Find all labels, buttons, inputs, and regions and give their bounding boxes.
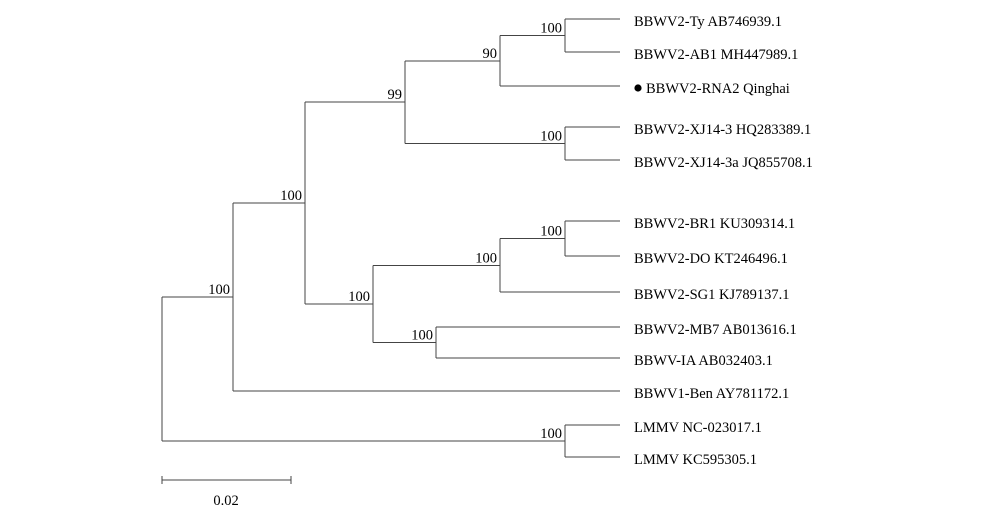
leaf-label-n8: BBWV2-SG1 KJ789137.1 <box>634 287 789 303</box>
highlight-marker-icon <box>634 84 642 92</box>
leaf-label-n6: BBWV2-BR1 KU309314.1 <box>634 216 795 232</box>
bootstrap-value-n100_lower: 100 <box>348 289 370 305</box>
bootstrap-value-n100_mb: 100 <box>411 328 433 344</box>
leaf-label-n12: LMMV NC-023017.1 <box>634 420 762 436</box>
tree-branches <box>161 18 620 458</box>
bootstrap-value-n100_xj: 100 <box>540 129 562 145</box>
leaf-label-n4: BBWV2-XJ14-3 HQ283389.1 <box>634 122 811 138</box>
leaf-label-n7: BBWV2-DO KT246496.1 <box>634 251 788 267</box>
bootstrap-value-n100_ty: 100 <box>540 21 562 37</box>
scale-bar-label: 0.02 <box>213 493 238 509</box>
leaf-label-n2: BBWV2-AB1 MH447989.1 <box>634 47 798 63</box>
bootstrap-value-n100_bbwv2: 100 <box>280 188 302 204</box>
leaf-label-n13: LMMV KC595305.1 <box>634 452 757 468</box>
bootstrap-value-n90: 90 <box>483 46 498 62</box>
bootstrap-value-n99: 99 <box>388 87 403 103</box>
scale-bar: 0.02 <box>161 476 292 509</box>
leaf-label-n11: BBWV1-Ben AY781172.1 <box>634 386 789 402</box>
leaf-label-n5: BBWV2-XJ14-3a JQ855708.1 <box>634 155 813 171</box>
bootstrap-value-n100_sg: 100 <box>475 250 497 266</box>
bootstrap-value-n100_br: 100 <box>540 224 562 240</box>
leaf-label-n10: BBWV-IA AB032403.1 <box>634 353 773 369</box>
leaf-label-n3: BBWV2-RNA2 Qinghai <box>646 81 790 97</box>
leaf-label-n1: BBWV2-Ty AB746939.1 <box>634 14 782 30</box>
leaf-label-n9: BBWV2-MB7 AB013616.1 <box>634 322 797 338</box>
bootstrap-value-n100_outer: 100 <box>208 282 230 298</box>
bootstrap-value-n100_lmmv: 100 <box>540 426 562 442</box>
